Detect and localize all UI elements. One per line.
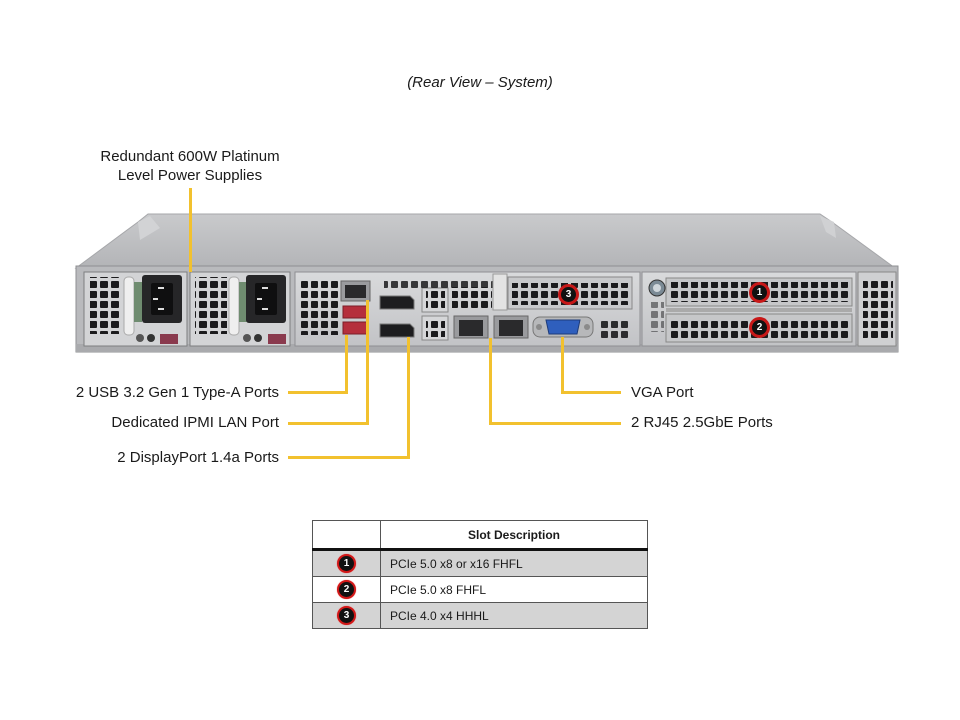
diagram-title: (Rear View – System) — [407, 74, 553, 91]
slot-description: PCIe 5.0 x8 or x16 FHFL — [380, 549, 648, 577]
table-row: 1 PCIe 5.0 x8 or x16 FHFL — [312, 549, 648, 577]
table-row: 2 PCIe 5.0 x8 FHFL — [312, 576, 648, 603]
slot-marker-1: 1 — [749, 282, 770, 303]
leader-line-ipmi-horizontal — [288, 422, 369, 425]
chassis-top-cover — [74, 213, 897, 269]
power-supply-1 — [83, 271, 188, 347]
leader-line-rj45-horizontal — [489, 422, 621, 425]
slot-marker-2: 2 — [749, 317, 770, 338]
rj45-ports-label: 2 RJ45 2.5GbE Ports — [631, 414, 773, 431]
slot-badge-3: 3 — [337, 606, 356, 625]
slot-description: PCIe 5.0 x8 FHFL — [380, 576, 648, 603]
table-header-row: Slot Description — [312, 520, 648, 551]
leader-line-rj45-vertical — [489, 338, 492, 425]
displayport-ports-label: 2 DisplayPort 1.4a Ports — [117, 449, 279, 466]
leader-line-usb-vertical — [345, 335, 348, 393]
displayport-ports — [379, 295, 415, 338]
rj45-ports — [453, 315, 529, 339]
power-supplies-label-line1: Redundant 600W Platinum — [100, 148, 280, 165]
power-supply-2 — [189, 271, 291, 347]
table-header-description: Slot Description — [380, 520, 648, 551]
leader-line-displayport-horizontal — [288, 456, 410, 459]
leader-line-power-supplies — [189, 188, 192, 272]
slot-badge-2: 2 — [337, 580, 356, 599]
ipmi-lan-port-label: Dedicated IPMI LAN Port — [111, 414, 279, 431]
leader-line-displayport-vertical — [407, 337, 410, 459]
power-supplies-label-line2: Level Power Supplies — [117, 167, 263, 184]
leader-line-ipmi-vertical — [366, 300, 369, 424]
slot-badge-1: 1 — [337, 554, 356, 573]
power-supplies-label: Redundant 600W Platinum Level Power Supp… — [80, 147, 300, 185]
table-header-slot — [312, 520, 381, 551]
vga-port — [532, 316, 594, 338]
leader-line-vga-horizontal — [561, 391, 621, 394]
table-row: 3 PCIe 4.0 x4 HHHL — [312, 602, 648, 629]
leader-line-vga-vertical — [561, 337, 564, 393]
vga-port-label: VGA Port — [631, 384, 694, 401]
slot-description-table: Slot Description 1 PCIe 5.0 x8 or x16 FH… — [312, 520, 648, 629]
leader-line-usb-horizontal — [288, 391, 348, 394]
usb-ports — [342, 305, 369, 335]
slot-marker-3: 3 — [558, 284, 579, 305]
slot-description: PCIe 4.0 x4 HHHL — [380, 602, 648, 629]
ipmi-lan-port — [340, 280, 371, 302]
usb-ports-label: 2 USB 3.2 Gen 1 Type-A Ports — [75, 384, 279, 401]
